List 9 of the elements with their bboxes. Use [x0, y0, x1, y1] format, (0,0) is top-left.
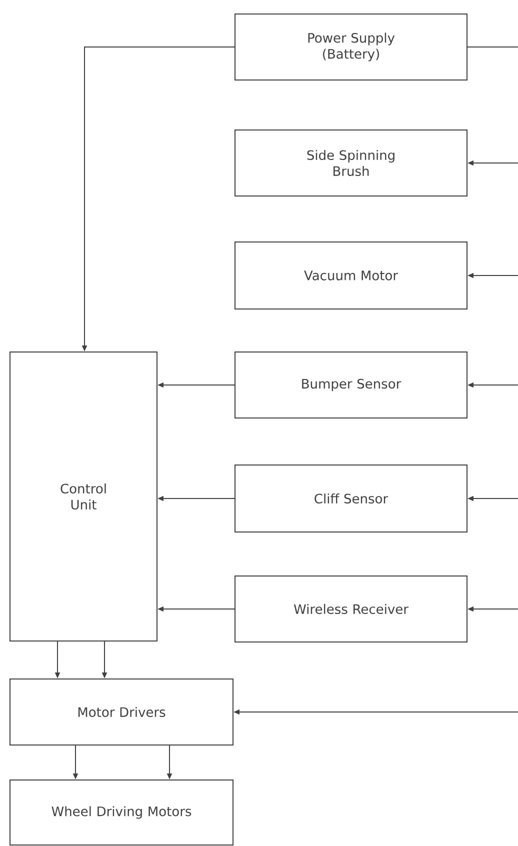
block-box: Wheel Driving Motors [10, 780, 234, 846]
block-box: Cliff Sensor [234, 464, 468, 532]
block-box: Wireless Receiver [234, 576, 468, 642]
block-box: Vacuum Motor [234, 242, 468, 310]
block-box: Bumper Sensor [234, 352, 468, 418]
block-box: Side Spinning Brush [234, 130, 468, 196]
block-box: Control Unit [10, 352, 158, 642]
block-box: Power Supply (Battery) [234, 14, 468, 80]
block-box: Motor Drivers [10, 678, 234, 746]
